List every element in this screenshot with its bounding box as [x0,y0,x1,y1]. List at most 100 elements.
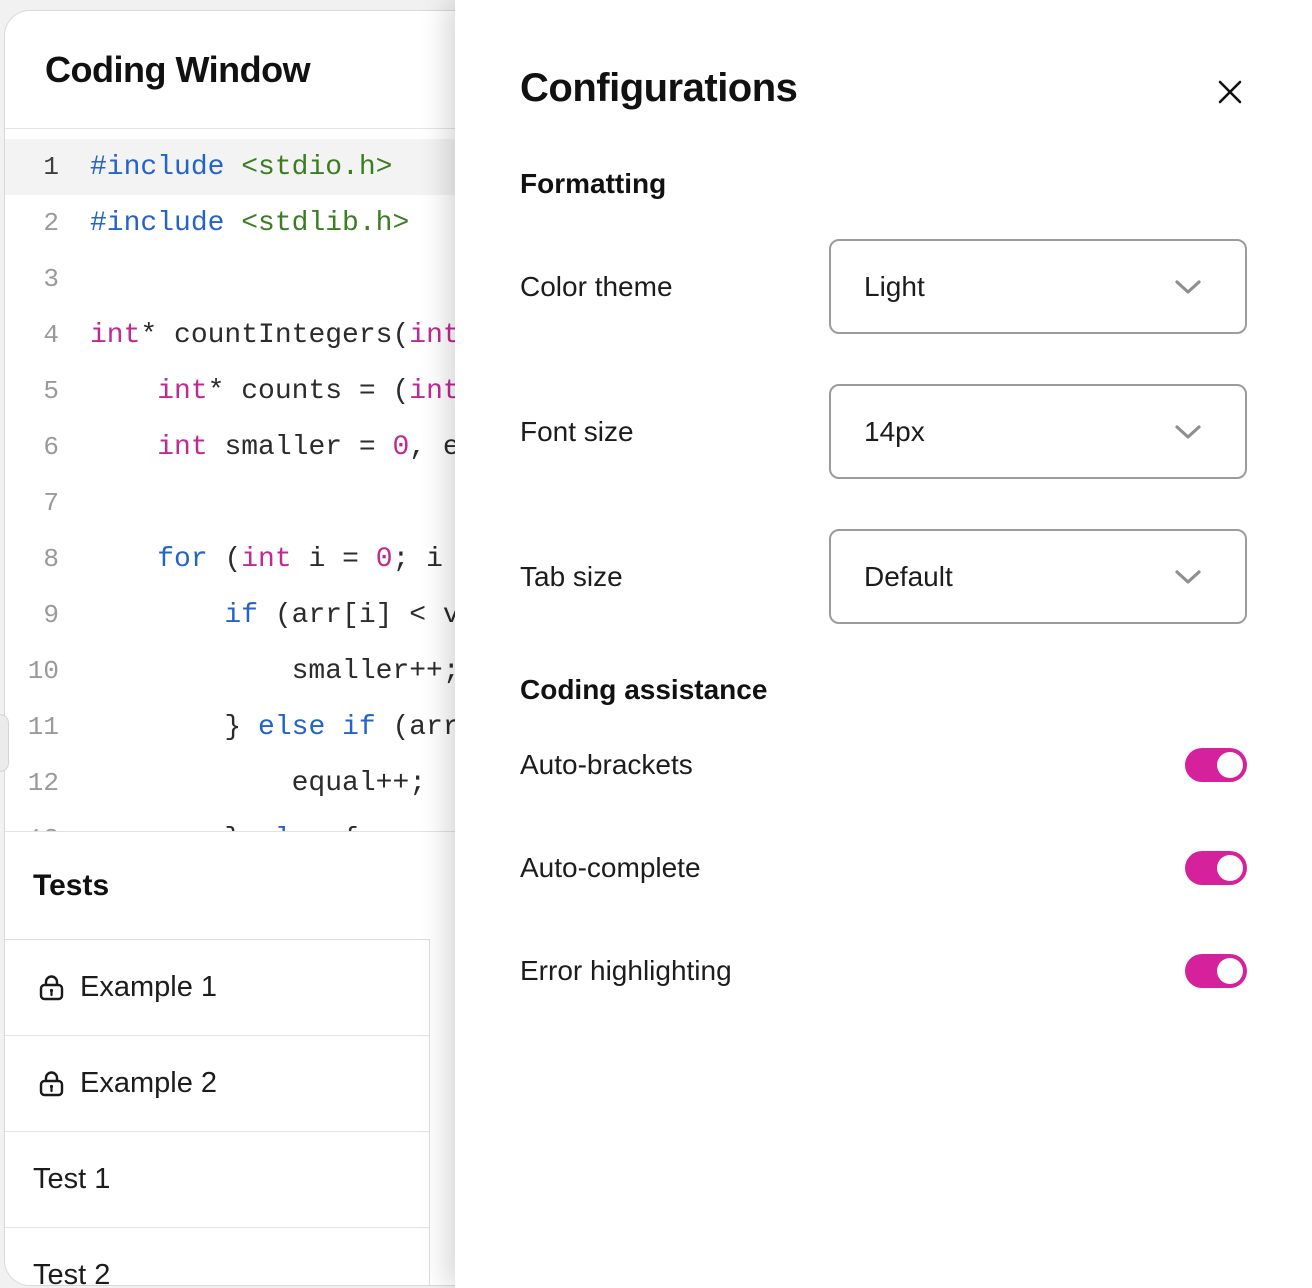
code-segment [90,376,157,407]
line-number: 12 [27,768,59,798]
code-line: 6 int smaller = 0, e [5,419,1312,475]
code-segment: int [157,375,208,407]
code-segment: int [90,319,141,351]
code-line: 11 } else if (arr [5,699,1312,755]
code-text: } else if (arr [90,711,460,743]
code-segment: <stdlib.h> [241,207,410,239]
code-segment: i = [291,543,376,575]
config-toggle-label: Auto-complete [520,852,701,883]
configurations-title: Configurations [520,66,798,110]
config-select-row: Color theme Light [520,239,1247,334]
close-button[interactable] [1210,72,1250,112]
code-segment: * countIntegers( [140,319,410,351]
lock-icon [39,1071,64,1097]
code-line: 2 #include <stdlib.h> [5,195,1312,251]
code-segment: int [157,431,208,463]
line-number: 4 [43,320,59,350]
code-segment: #include [90,151,225,183]
code-text: int* countIntegers(int [90,320,460,351]
chevron-down-icon [1175,424,1201,439]
code-segment: else [258,711,326,743]
config-select-label: Tab size [520,560,623,592]
code-segment: 0 [392,431,410,463]
code-line: 5 int* counts = (int [5,363,1312,419]
code-text: equal++; [90,768,426,799]
code-text: } else { [90,824,359,832]
config-toggle-row: Auto-complete [520,851,1247,885]
code-segment [90,600,224,631]
config-toggle-row: Error highlighting [520,954,1247,988]
code-segment [90,544,157,575]
code-segment: int [409,319,460,351]
config-select[interactable]: Default [829,529,1247,624]
assistance-controls: Auto-brackets Auto-complete Error highli… [520,748,1247,1057]
test-label: Example 2 [80,1067,218,1099]
line-number: 7 [43,488,59,518]
code-line: 3 [5,251,1312,307]
code-segment: int [241,543,292,575]
code-segment [224,208,241,239]
code-segment: (arr [375,711,460,743]
config-toggle-label: Auto-brackets [520,749,693,780]
code-segment: if [342,711,376,743]
config-select-row: Tab size Default [520,529,1247,624]
toggle-switch[interactable] [1185,954,1247,988]
code-segment: (arr[i] < v [258,599,460,631]
config-select[interactable]: Light [829,239,1247,334]
code-line: 10 smaller++; [5,643,1312,699]
tests-header: Tests [5,832,1312,939]
page-title: Coding Window [45,48,311,90]
code-segment [90,432,157,463]
toggle-switch[interactable] [1185,851,1247,885]
line-number: 9 [43,600,59,630]
test-label: Test 2 [33,1259,111,1286]
test-list-item[interactable]: Example 1 [5,940,429,1036]
section-heading-coding-assistance: Coding assistance [520,674,768,705]
code-segment: int [409,375,460,407]
code-text: smaller++; [90,656,460,687]
code-segment: * counts = ( [207,375,410,407]
line-number: 10 [27,656,59,686]
code-text: for (int i = 0; i [90,544,443,575]
lock-icon [39,975,64,1001]
code-segment: ( [207,543,242,575]
config-select-value: Light [864,270,925,302]
toggle-switch[interactable] [1185,748,1247,782]
section-heading-formatting: Formatting [520,168,667,199]
code-line: 13 } else { [5,811,1312,832]
code-segment: { [325,824,359,832]
config-toggle-label: Error highlighting [520,955,732,986]
config-select[interactable]: 14px [829,384,1247,479]
code-segment [325,712,342,743]
code-text: #include <stdlib.h> [90,208,409,239]
code-text: int* counts = (int [90,375,460,407]
code-segment: ; i [392,543,443,575]
test-label: Example 1 [80,971,218,1003]
config-select-value: Default [864,560,953,592]
test-list-item[interactable]: Example 2 [5,1036,429,1132]
test-label: Test 1 [33,1163,111,1195]
code-segment: } [90,824,258,832]
toggle-knob [1217,958,1243,984]
code-line: 12 equal++; [5,755,1312,811]
line-number: 6 [43,432,59,462]
code-segment: , e [409,431,460,463]
code-segment: } [90,711,259,743]
chevron-down-icon [1175,569,1201,584]
config-select-value: 14px [864,415,925,447]
code-line: 9 if (arr[i] < v [5,587,1312,643]
line-number: 8 [43,544,59,574]
test-list-item[interactable]: Test 2 [5,1228,429,1286]
code-segment: smaller = [207,431,393,463]
toggle-knob [1217,855,1243,881]
drawer-handle[interactable] [0,714,9,772]
config-select-label: Color theme [520,270,673,302]
code-line: 4 int* countIntegers(int [5,307,1312,363]
code-segment: smaller++; [90,655,460,687]
test-list-item[interactable]: Test 1 [5,1132,429,1228]
code-segment: else [258,824,325,832]
code-segment: equal++; [90,767,427,799]
code-segment: <stdio.h> [241,151,393,183]
code-segment: #include [90,207,225,239]
config-select-row: Font size 14px [520,384,1247,479]
